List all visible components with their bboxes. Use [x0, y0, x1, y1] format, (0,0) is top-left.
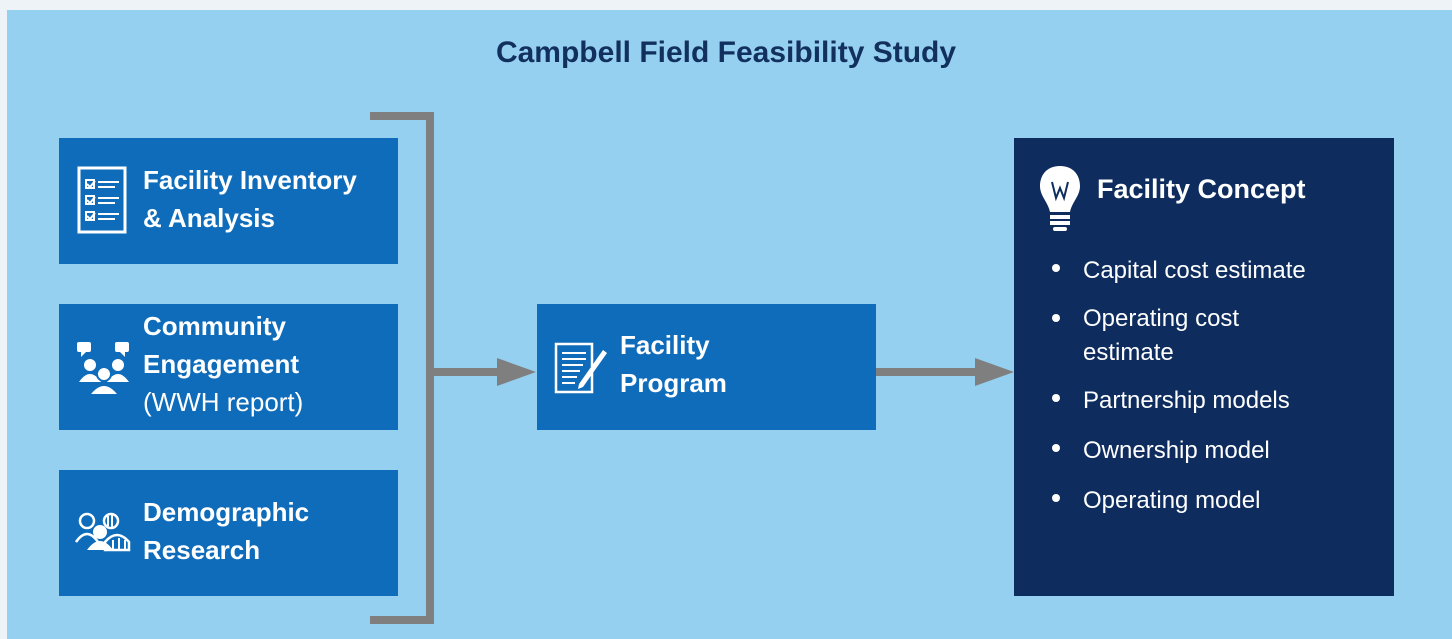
demographic-research-box: Demographic Research — [59, 470, 398, 596]
facility-concept-box: Facility Concept Capital cost estimate O… — [1014, 138, 1394, 596]
community-engagement-line3: (WWH report) — [143, 387, 304, 417]
document-edit-icon — [553, 340, 609, 401]
concept-list: Capital cost estimate Operating cost est… — [1014, 252, 1343, 520]
list-item: Ownership model — [1014, 432, 1343, 470]
demographic-research-line1: Demographic — [143, 497, 310, 527]
list-item: Operating model — [1014, 482, 1343, 520]
checklist-icon — [77, 166, 129, 241]
bullet — [1052, 494, 1060, 502]
facility-program-line1: Facility — [620, 330, 710, 360]
facility-inventory-line1: Facility Inventory — [143, 165, 357, 195]
list-item-text: Capital cost estimate — [1083, 257, 1306, 284]
list-item: Partnership models — [1014, 382, 1343, 420]
list-item: Capital cost estimate — [1014, 252, 1343, 290]
demographic-research-line2: Research — [143, 535, 261, 565]
people-chat-icon — [75, 340, 133, 401]
demographics-icon — [74, 512, 131, 557]
list-item-text: Operating model — [1083, 487, 1261, 514]
list-item: Operating cost estimate — [1014, 302, 1283, 370]
list-item-text: Ownership model — [1083, 437, 1270, 464]
facility-inventory-line2: & Analysis — [143, 203, 275, 233]
facility-program-line2: Program — [620, 368, 727, 398]
lightbulb-icon — [1038, 164, 1082, 239]
bullet — [1052, 444, 1060, 452]
bullet — [1052, 264, 1060, 272]
bullet — [1052, 314, 1060, 322]
community-engagement-line2: Engagement — [143, 349, 300, 379]
facility-inventory-box: Facility Inventory & Analysis — [59, 138, 398, 264]
bullet — [1052, 394, 1060, 402]
list-item-text: Operating cost estimate — [1083, 305, 1240, 366]
community-engagement-box: Community Engagement (WWH report) — [59, 304, 398, 430]
community-engagement-line1: Community — [143, 311, 286, 341]
diagram-title: Campbell Field Feasibility Study — [495, 36, 957, 69]
list-item-text: Partnership models — [1083, 387, 1290, 414]
facility-program-box: Facility Program — [537, 304, 876, 430]
facility-concept-heading: Facility Concept — [1097, 174, 1306, 204]
